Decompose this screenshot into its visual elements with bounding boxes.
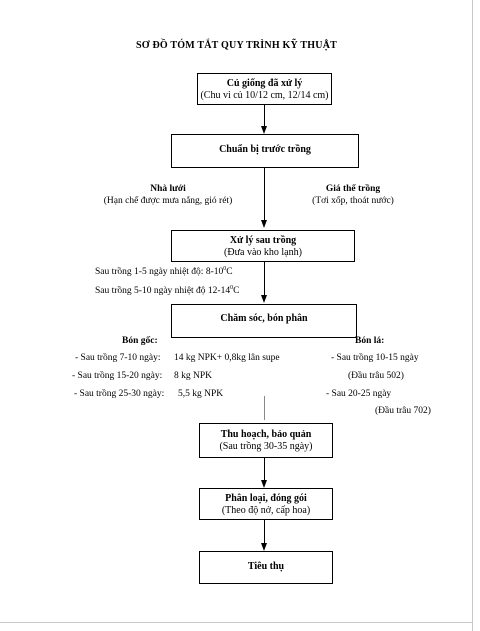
page-bottom-edge: [0, 622, 473, 623]
step-seed-bulbs-box: Củ giống đã xử lý (Chu vi củ 10/12 cm, 1…: [197, 73, 332, 105]
step-consume-box: Tiêu thụ: [199, 551, 333, 584]
step-post-plant-title: Xử lý sau trồng: [229, 235, 297, 246]
step-prep-box: Chuẩn bị trước trồng: [171, 134, 359, 168]
step-care-box: Chăm sóc, bón phân: [171, 304, 357, 338]
page-right-edge: [472, 0, 473, 631]
leaf-fert-2-note: (Đầu trâu 702): [375, 406, 431, 416]
cold-note-1: Sau trồng 1-5 ngày nhiệt độ: 8-100C: [95, 265, 233, 277]
prep-left-title: Nhà lưới: [150, 184, 186, 194]
degree-mark-2: 0: [230, 284, 234, 291]
step-sort-pack-box: Phân loại, đóng gói (Theo độ nở, cấp hoa…: [199, 488, 333, 520]
root-fert-1-label: - Sau trồng 7-10 ngày:: [75, 353, 161, 363]
step-post-plant-box: Xử lý sau trồng (Đưa vào kho lạnh): [171, 230, 355, 262]
arrow-3-head: [261, 295, 267, 303]
step-post-plant-sub: (Đưa vào kho lạnh): [224, 247, 302, 258]
leaf-fert-1-note: (Đầu trâu 502): [348, 371, 404, 381]
step-seed-bulbs-sub: (Chu vi củ 10/12 cm, 12/14 cm): [200, 90, 329, 101]
step-sort-pack-sub: (Theo độ nở, cấp hoa): [221, 505, 311, 516]
step-consume-title: Tiêu thụ: [247, 561, 285, 572]
step-prep-title: Chuẩn bị trước trồng: [219, 144, 311, 155]
leaf-fert-2-label: - Sau 20-25 ngày: [326, 389, 392, 399]
arrow-1-shaft: [264, 105, 265, 126]
root-fert-title: Bón gốc:: [122, 336, 158, 346]
diagram-title: SƠ ĐỒ TÓM TẮT QUY TRÌNH KỸ THUẬT: [136, 40, 337, 51]
arrow-5-head: [261, 480, 267, 488]
arrow-1-head: [261, 126, 267, 134]
prep-right-sub: (Tơi xốp, thoát nước): [312, 196, 394, 206]
step-seed-bulbs-title: Củ giống đã xử lý: [226, 78, 303, 89]
step-harvest-sub: (Sau trồng 30-35 ngày): [219, 441, 313, 452]
root-fert-2-value: 8 kg NPK: [174, 371, 213, 381]
degree-mark-1: 0: [223, 265, 227, 272]
step-harvest-title: Thu hoạch, bảo quản: [220, 429, 312, 440]
arrow-2-shaft: [264, 168, 265, 220]
arrow-2-head: [261, 220, 267, 228]
leaf-fert-title: Bón lá:: [355, 336, 385, 346]
leaf-fert-1-label: - Sau trồng 10-15 ngày: [331, 353, 419, 363]
arrow-3-shaft: [264, 262, 265, 295]
arrow-6-shaft: [264, 520, 265, 543]
root-fert-2-label: - Sau trồng 15-20 ngày:: [72, 371, 163, 381]
care-harvest-connector: [264, 396, 265, 420]
step-sort-pack-title: Phân loại, đóng gói: [225, 493, 307, 504]
prep-right-title: Giá thể trồng: [325, 184, 381, 194]
root-fert-3-value: 5,5 kg NPK: [178, 389, 224, 399]
root-fert-3-label: - Sau trồng 25-30 ngày:: [74, 389, 165, 399]
arrow-5-shaft: [264, 458, 265, 480]
step-care-title: Chăm sóc, bón phân: [220, 313, 308, 324]
cold-note-2: Sau trồng 5-10 ngày nhiệt độ 12-140C: [95, 284, 240, 296]
step-harvest-box: Thu hoạch, bảo quản (Sau trồng 30-35 ngà…: [199, 423, 333, 458]
prep-left-sub: (Hạn chế được mưa nắng, gió rét): [103, 196, 233, 206]
root-fert-1-value: 14 kg NPK+ 0,8kg lân supe: [174, 353, 280, 363]
arrow-6-head: [261, 543, 267, 551]
